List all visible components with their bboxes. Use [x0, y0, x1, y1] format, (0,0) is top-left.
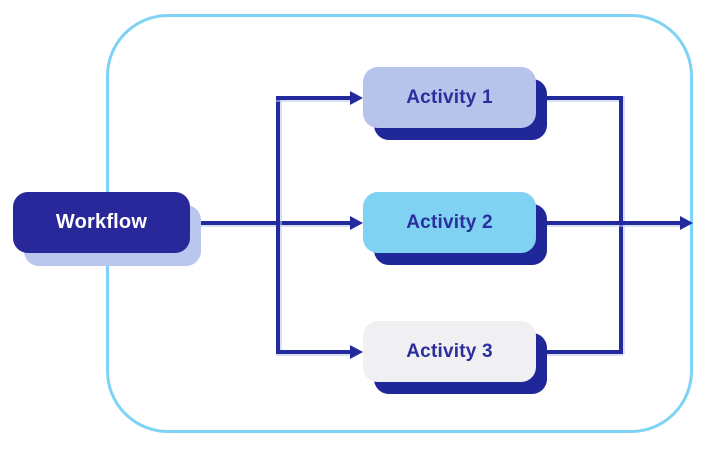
- connector-exit: [540, 221, 680, 225]
- connector-activity3-out: [540, 350, 623, 354]
- connector-branch-vertical: [276, 96, 280, 354]
- activity2-node-label: Activity 2: [406, 211, 493, 233]
- connector-branch-to-activity3: [276, 350, 350, 354]
- arrowhead-activity2-icon: [350, 216, 363, 230]
- activity3-node: Activity 3: [363, 321, 536, 382]
- connector-merge-vertical: [619, 96, 623, 354]
- connector-activity1-out: [540, 96, 623, 100]
- activity3-node-label: Activity 3: [406, 340, 493, 362]
- activity2-node: Activity 2: [363, 192, 536, 253]
- arrowhead-activity1-icon: [350, 91, 363, 105]
- activity1-node-label: Activity 1: [406, 86, 493, 108]
- activity1-node: Activity 1: [363, 67, 536, 128]
- connector-workflow-to-branch: [190, 221, 350, 225]
- workflow-node: Workflow: [13, 192, 190, 253]
- workflow-node-label: Workflow: [55, 211, 148, 233]
- connector-branch-to-activity1: [276, 96, 350, 100]
- arrowhead-activity3-icon: [350, 345, 363, 359]
- arrowhead-exit-icon: [680, 216, 693, 230]
